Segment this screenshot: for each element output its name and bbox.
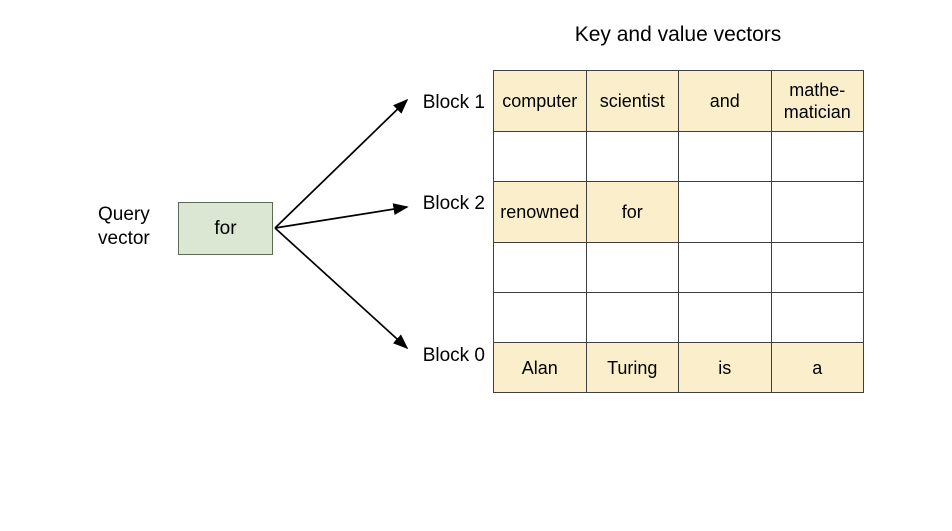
table-cell[interactable] xyxy=(585,292,679,343)
arrow-to-block-0 xyxy=(274,227,409,350)
query-vector-label: Query vector xyxy=(98,204,150,249)
table-row: renowned for xyxy=(493,181,864,243)
table-cell-text: Turing xyxy=(607,357,658,378)
table-cell[interactable]: a xyxy=(770,342,864,393)
table-cell[interactable] xyxy=(770,181,864,243)
table-cell[interactable] xyxy=(585,242,679,293)
block-label-1: Block 1 xyxy=(422,92,485,113)
table-cell[interactable]: Turing xyxy=(585,342,679,393)
table-cell-text: a xyxy=(812,357,823,378)
table-cell[interactable] xyxy=(770,242,864,293)
table-cell[interactable] xyxy=(678,292,772,343)
table-cell[interactable]: is xyxy=(678,342,772,393)
table-cell-text: and xyxy=(709,91,740,111)
table-cell-text: is xyxy=(718,357,732,378)
table-cell[interactable] xyxy=(493,292,587,343)
table-cell[interactable]: for xyxy=(585,181,679,243)
table-row: Alan Turing is a xyxy=(493,342,864,393)
query-vector-box[interactable]: for xyxy=(178,202,273,255)
page-title: Key and value vectors xyxy=(574,23,782,46)
table-cell-text: mathe- matician xyxy=(783,80,851,122)
table-cell[interactable]: mathe- matician xyxy=(770,70,864,132)
table-cell-text: Alan xyxy=(521,357,558,378)
table-row xyxy=(493,242,864,293)
block-label-0: Block 0 xyxy=(422,345,485,366)
table-cell[interactable] xyxy=(678,181,772,243)
table-cell[interactable] xyxy=(493,242,587,293)
block-label-2: Block 2 xyxy=(422,193,485,214)
table-cell[interactable] xyxy=(585,131,679,182)
table-cell-text: for xyxy=(621,202,643,222)
table-cell[interactable]: and xyxy=(678,70,772,132)
arrow-to-block-2 xyxy=(274,203,409,229)
table-cell[interactable]: scientist xyxy=(585,70,679,132)
table-cell-text: renowned xyxy=(500,202,580,222)
table-cell[interactable]: computer xyxy=(493,70,587,132)
table-cell[interactable] xyxy=(678,242,772,293)
table-row xyxy=(493,292,864,343)
table-row xyxy=(493,131,864,182)
table-cell[interactable] xyxy=(770,131,864,182)
table-row: computer scientist and mathe- matician xyxy=(493,70,864,132)
table-body: computer scientist and mathe- matician renow… xyxy=(493,70,864,393)
query-vector-token: for xyxy=(214,217,237,239)
table-cell[interactable]: Alan xyxy=(493,342,587,393)
table-cell[interactable] xyxy=(678,131,772,182)
table-cell[interactable] xyxy=(770,292,864,343)
arrow-to-block-1 xyxy=(274,98,409,229)
key-value-vectors-table: computer scientist and mathe- matician renow… xyxy=(493,70,864,393)
table-cell-text: computer xyxy=(502,91,578,111)
table-cell[interactable] xyxy=(493,131,587,182)
table-cell[interactable]: renowned xyxy=(493,181,587,243)
table-cell-text: scientist xyxy=(599,91,665,111)
